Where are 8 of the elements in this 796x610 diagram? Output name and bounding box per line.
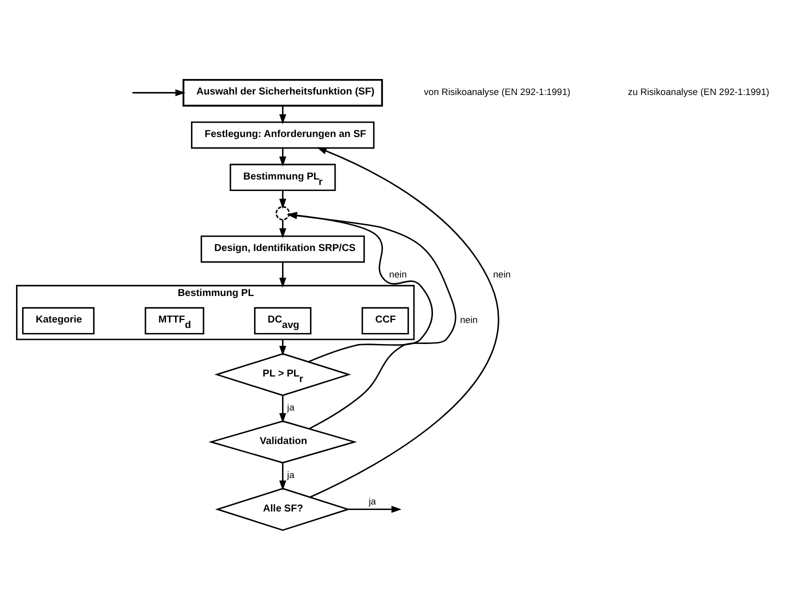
edge-label: nein (389, 269, 407, 280)
edge-label: nein (460, 315, 478, 326)
edge-label: ja (287, 402, 294, 413)
label: zu Risikoanalyse (EN 292-1:1991) (628, 87, 770, 98)
edge-label: ja (287, 470, 294, 480)
label: von Risikoanalyse (EN 292-1:1991) (424, 87, 570, 98)
edge-label: nein (493, 269, 511, 280)
edge-label: ja (368, 496, 376, 507)
